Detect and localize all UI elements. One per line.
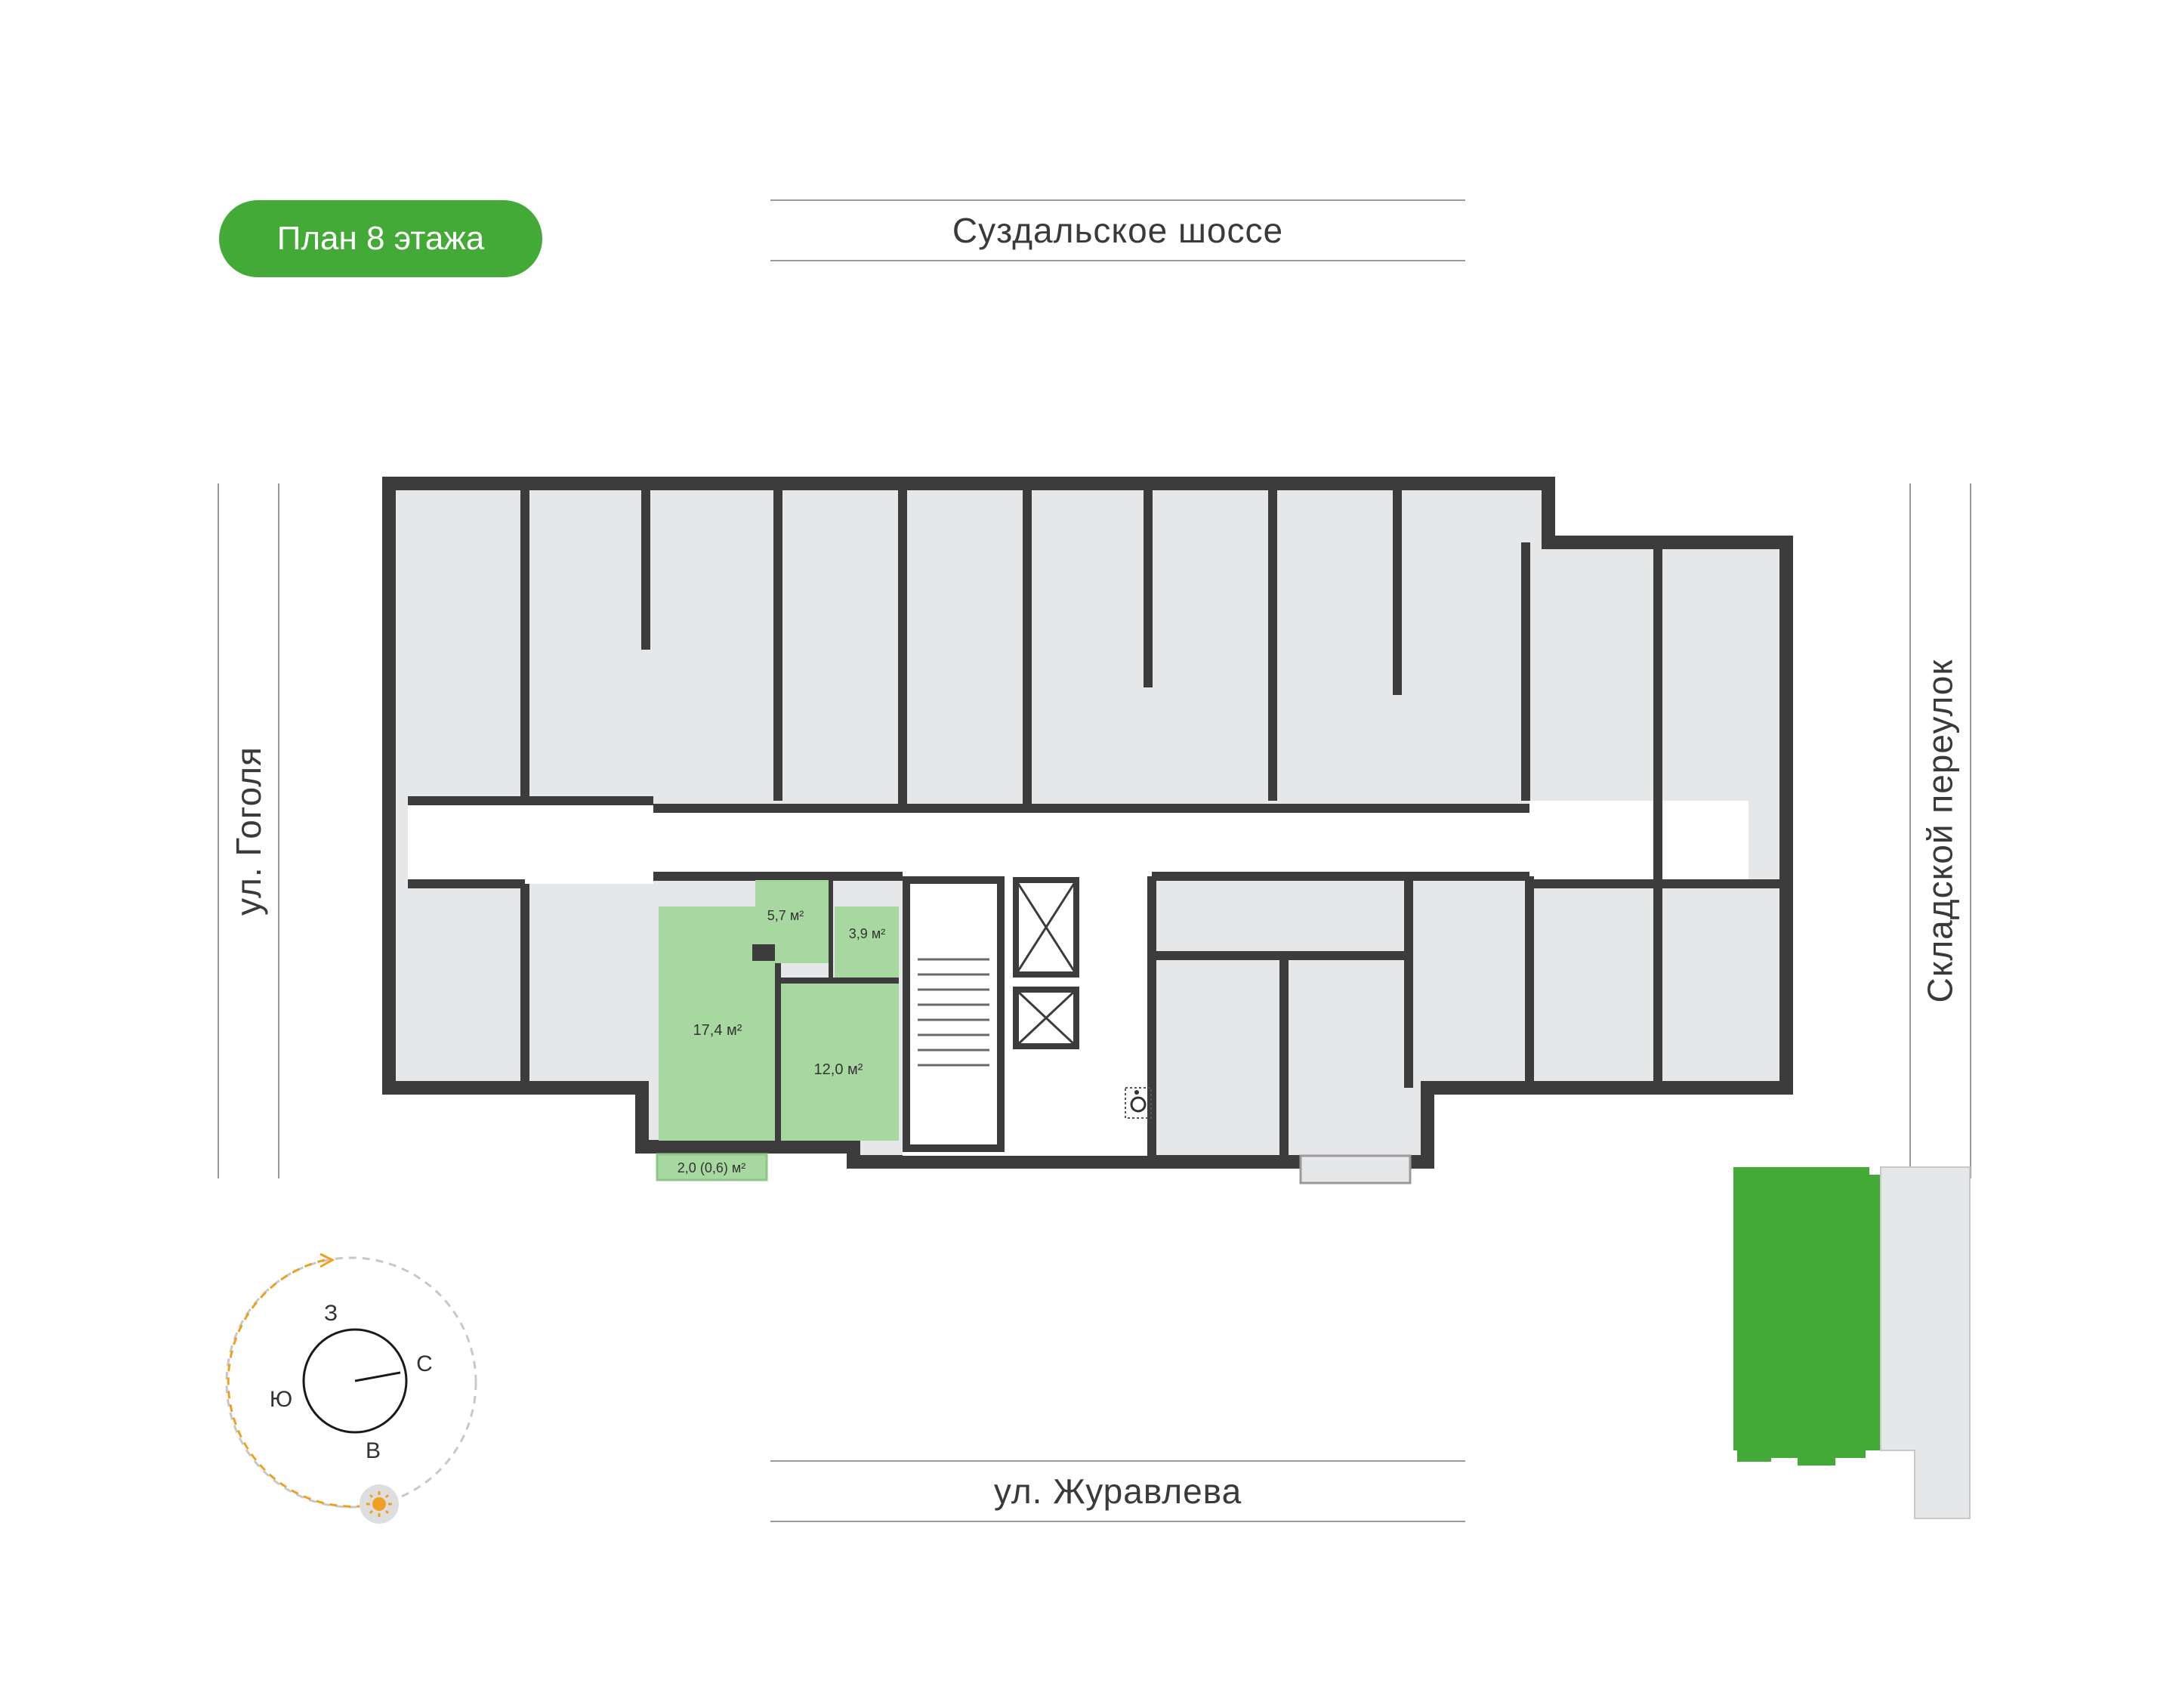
area-label-12-0: 12,0 м² — [814, 1061, 863, 1078]
street-label-top: Суздальское шоссе — [770, 199, 1465, 261]
compass — [225, 1252, 477, 1524]
room-3-9[interactable] — [835, 907, 899, 978]
right-hall — [1529, 801, 1749, 884]
current-section — [1733, 1167, 1888, 1466]
balcony[interactable] — [656, 1153, 768, 1181]
compass-east-label: В — [366, 1438, 381, 1463]
wheelchair-icon — [1125, 1087, 1152, 1119]
room-12-0[interactable] — [778, 982, 899, 1141]
partition-walls — [408, 483, 1786, 1162]
stair-core — [903, 876, 1079, 1152]
site-minimap — [1733, 1166, 1971, 1519]
compass-south-label: Ю — [270, 1387, 292, 1412]
street-label-left: ул. Гоголя — [218, 483, 279, 1178]
street-label-right: Складской переулок — [1909, 483, 1971, 1178]
south-balcony — [1299, 1154, 1412, 1184]
building-plan — [382, 477, 1793, 1184]
sun-icon — [360, 1484, 399, 1524]
corridor — [653, 808, 1529, 876]
street-name-bottom: ул. Журавлева — [993, 1472, 1242, 1511]
compass-north-label: С — [416, 1351, 433, 1376]
street-name-top: Суздальское шоссе — [952, 211, 1284, 250]
balcony-area-label: 2,0 (0,6) м² — [677, 1160, 745, 1175]
area-label-17-4: 17,4 м² — [693, 1022, 742, 1039]
other-section — [1880, 1166, 1971, 1519]
floor-plan-title: План 8 этажа — [219, 200, 542, 277]
selected-apartment[interactable] — [656, 880, 899, 1181]
area-label-5-7: 5,7 м² — [767, 908, 804, 923]
left-hall — [408, 801, 653, 884]
street-label-bottom: ул. Журавлева — [770, 1460, 1465, 1522]
sun-path-arrow-icon — [319, 1252, 335, 1268]
compass-west-label: З — [324, 1301, 338, 1326]
area-label-3-9: 3,9 м² — [849, 926, 885, 941]
